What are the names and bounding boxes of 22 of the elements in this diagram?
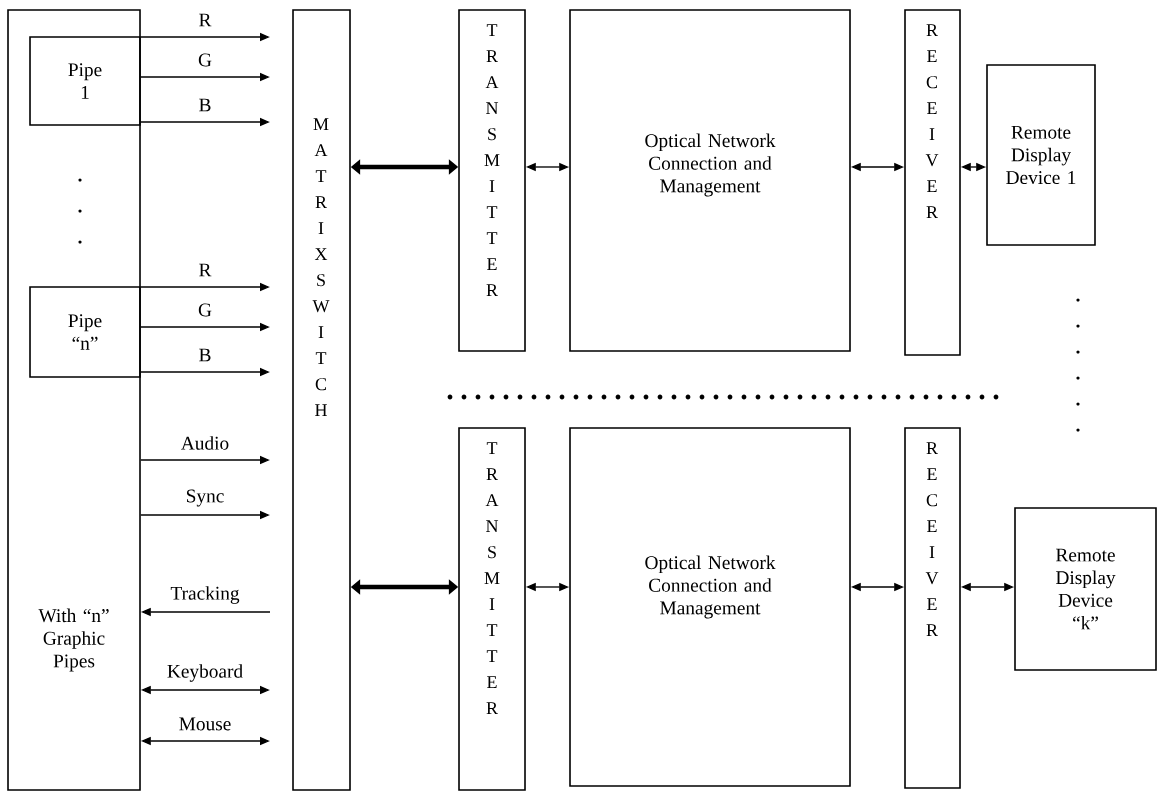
switch-box: MATRIX SWITCH	[292, 9, 351, 791]
edge-label: G	[196, 52, 214, 68]
network-box: Optical Network Connection and Management	[569, 427, 851, 787]
transmitter-box: TRANSMITTER	[458, 9, 526, 352]
receiver-box: RECEIVER	[904, 9, 961, 356]
edge-label: R	[197, 262, 213, 278]
edge-label: Keyboard	[165, 662, 245, 684]
edge-label: R	[197, 12, 213, 28]
edge-label: G	[196, 302, 214, 318]
pipe-box: Pipe 1	[29, 36, 141, 126]
edge-label: Mouse	[177, 716, 233, 732]
display-box: Remote Display Device 1	[986, 64, 1096, 246]
display-box: Remote Display Device “k”	[1014, 507, 1157, 671]
edge-label: Audio	[179, 434, 231, 452]
pipe-box: Pipe “n”	[29, 286, 141, 378]
edge-label: B	[197, 347, 213, 363]
network-box: Optical Network Connection and Management	[569, 9, 851, 352]
edge-label: Sync	[184, 488, 226, 508]
receiver-box: RECEIVER	[904, 427, 961, 789]
edge-label: B	[197, 97, 213, 113]
transmitter-box: TRANSMITTER	[458, 427, 526, 791]
edge-label: Tracking	[169, 584, 241, 606]
